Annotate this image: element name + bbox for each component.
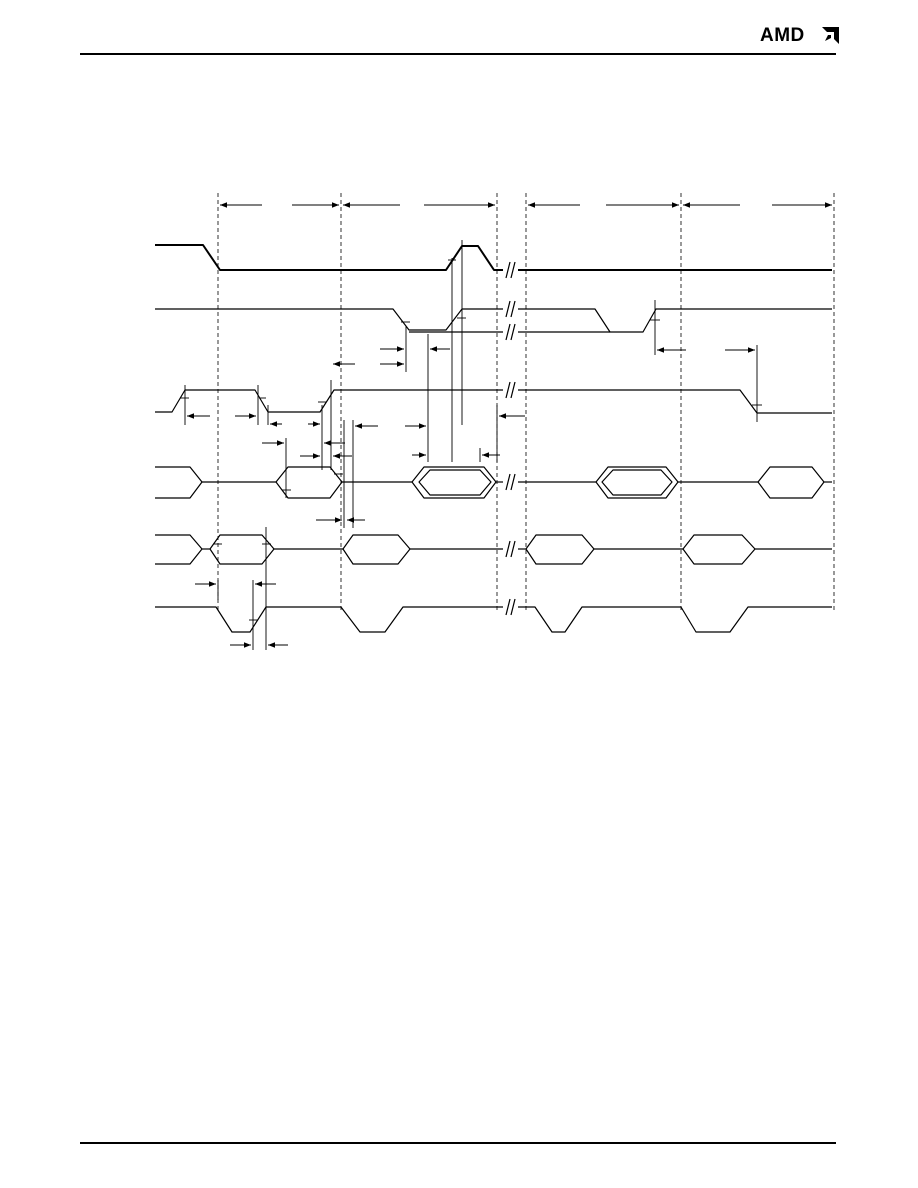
signal-1-wave	[155, 244, 503, 271]
break-mark-2	[505, 300, 516, 318]
break-mark-6	[505, 540, 516, 558]
break-mark-5	[505, 473, 516, 491]
signal-3-wave-cont	[518, 389, 832, 414]
signal-3-wave	[155, 389, 503, 413]
signal-2-wave	[155, 308, 503, 331]
signal-4-bus-a	[155, 466, 203, 499]
break-mark-7	[505, 598, 516, 616]
break-mark-1	[505, 261, 516, 279]
signal-4-bus-d-inner	[601, 469, 673, 496]
timing-references	[184, 240, 758, 650]
signal-5-bus-b	[209, 534, 275, 565]
signal-5-bus-d	[525, 534, 595, 565]
signal-4-bus-c-inner	[418, 469, 492, 496]
signal-4-bus-d	[595, 466, 679, 499]
signal-5-bus-e	[682, 534, 756, 565]
amd-logo: AMD	[760, 24, 840, 48]
signal-4-bus-e	[757, 466, 825, 499]
waveforms	[155, 244, 832, 633]
signal-4-bus-c	[411, 466, 497, 499]
break-mark-4	[505, 381, 516, 399]
signal-5-bus-a	[155, 534, 203, 565]
break-marks	[505, 261, 516, 616]
timing-arrows	[187, 346, 755, 648]
signal-5-bus-c	[342, 534, 411, 565]
brand-name: AMD	[760, 25, 805, 46]
header-rule	[80, 53, 836, 55]
crossing-ticks	[180, 259, 762, 621]
signal-6-wave-cont	[518, 606, 832, 633]
signal-6-wave	[155, 606, 503, 633]
signal-2-wave-cont	[518, 308, 832, 333]
break-mark-3	[505, 323, 516, 341]
amd-arrow-logo-icon	[822, 27, 839, 44]
footer-rule	[80, 1142, 836, 1144]
